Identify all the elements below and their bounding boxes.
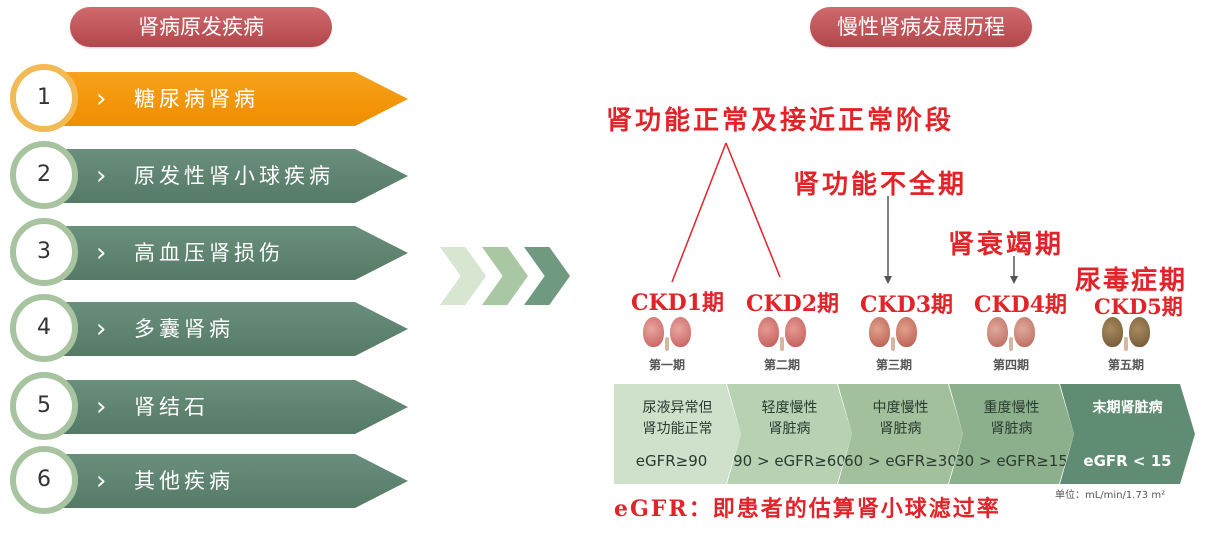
segment-description: 重度慢性 <box>983 400 1040 416</box>
arrowhead <box>1010 276 1018 284</box>
item-label: 多囊肾病 <box>134 317 234 341</box>
segment-egfr: 90 > eGFR≥60 <box>733 452 846 470</box>
chevron-right-icon: › <box>96 238 107 268</box>
arrow-banner <box>50 226 408 280</box>
disease-item: 2 › 原发性肾小球疾病 <box>10 141 410 211</box>
disease-item: 6 › 其他疾病 <box>10 446 410 516</box>
unit-note: 单位：mL/min/1.73 m² <box>1055 490 1166 501</box>
segment-description: 肾脏病 <box>768 421 811 437</box>
arrow-banner <box>50 302 408 356</box>
disease-item: 4 › 多囊肾病 <box>10 294 410 364</box>
segment-description: 肾脏病 <box>879 421 922 437</box>
ckd-stage-segment: 重度慢性肾脏病 30 > eGFR≥15 <box>949 384 1074 484</box>
segment-egfr: 30 > eGFR≥15 <box>955 452 1068 470</box>
segment-description: 肾脏病 <box>990 421 1033 437</box>
kidney-icon <box>641 313 693 353</box>
kidney-icon <box>985 313 1037 353</box>
ckd-stage-label: CKD3期 <box>860 292 954 318</box>
item-number: 4 <box>10 294 78 362</box>
phase-uremia-label: 尿毒症期 <box>1075 266 1188 296</box>
segment-description: 肾功能正常 <box>642 421 713 437</box>
ckd-stage-label: CKD2期 <box>746 291 840 317</box>
item-label: 其他疾病 <box>134 469 234 493</box>
ckd-stage-label: CKD4期 <box>974 292 1068 318</box>
chevron-right-icon: › <box>96 84 107 114</box>
chevron-right-icon <box>482 247 528 305</box>
chevron-right-icon: › <box>96 466 107 496</box>
chevron-right-icon: › <box>96 392 107 422</box>
segment-egfr: 60 > eGFR≥30 <box>844 452 957 470</box>
segment-description: 轻度慢性 <box>761 400 818 416</box>
arrow-banner <box>50 454 408 508</box>
disease-item: 5 › 肾结石 <box>10 372 410 442</box>
item-label: 肾结石 <box>134 395 209 419</box>
chevron-right-icon <box>440 247 486 305</box>
item-number: 5 <box>10 372 78 440</box>
ckd-stage-segment: 轻度慢性肾脏病 90 > eGFR≥60 <box>727 384 852 484</box>
stage-number-label: 第一期 <box>648 358 685 372</box>
ckd-progression-title: 慢性肾病发展历程 <box>810 7 1032 47</box>
ckd-stage-label: CKD1期 <box>631 290 725 316</box>
phase-insufficiency-label: 肾功能不全期 <box>793 170 968 200</box>
kidney-icon <box>756 313 808 353</box>
stage-number-label: 第五期 <box>1107 358 1144 372</box>
arrow-banner <box>50 72 408 126</box>
ckd-stage-segment: 中度慢性肾脏病 60 > eGFR≥30 <box>838 384 963 484</box>
segment-description: 中度慢性 <box>872 400 929 416</box>
chevron-right-icon: › <box>96 314 107 344</box>
egfr-footnote: eGFR：即患者的估算肾小球滤过率 <box>614 496 1001 522</box>
stage-number-label: 第四期 <box>992 358 1029 372</box>
stage-number-label: 第三期 <box>875 358 912 372</box>
ckd-stage-label: CKD5期 <box>1094 294 1183 319</box>
item-number: 3 <box>10 218 78 286</box>
item-label: 原发性肾小球疾病 <box>134 164 334 188</box>
connector-line <box>671 142 727 283</box>
item-label: 高血压肾损伤 <box>134 241 284 265</box>
ckd-stage-segment: 尿液异常但肾功能正常 eGFR≥90 <box>614 384 741 484</box>
kidney-icon <box>867 313 919 353</box>
segment-egfr: eGFR≥90 <box>635 452 708 470</box>
disease-item: 3 › 高血压肾损伤 <box>10 218 410 288</box>
segment-description: 尿液异常但 <box>642 400 713 416</box>
connector-line <box>725 142 781 278</box>
stage-number-label: 第二期 <box>763 358 800 372</box>
item-number: 6 <box>10 446 78 514</box>
chevron-right-icon <box>524 247 570 305</box>
kidney-icon <box>1100 313 1152 353</box>
segment-egfr: eGFR < 15 <box>1083 452 1172 470</box>
primary-disease-title: 肾病原发疾病 <box>70 7 332 47</box>
item-number: 2 <box>10 141 78 209</box>
arrow-banner <box>50 380 408 434</box>
phase-normal-label: 肾功能正常及接近正常阶段 <box>606 106 955 136</box>
segment-description: 末期肾脏病 <box>1092 400 1163 416</box>
chevron-right-icon: › <box>96 161 107 191</box>
item-label: 糖尿病肾病 <box>134 87 259 111</box>
arrow-banner <box>50 149 408 203</box>
arrowhead <box>884 276 892 284</box>
phase-failure-label: 肾衰竭期 <box>948 230 1065 260</box>
item-number: 1 <box>10 64 78 132</box>
ckd-stage-segment: 末期肾脏病 eGFR < 15 <box>1060 384 1195 484</box>
disease-item: 1 › 糖尿病肾病 <box>10 64 410 134</box>
